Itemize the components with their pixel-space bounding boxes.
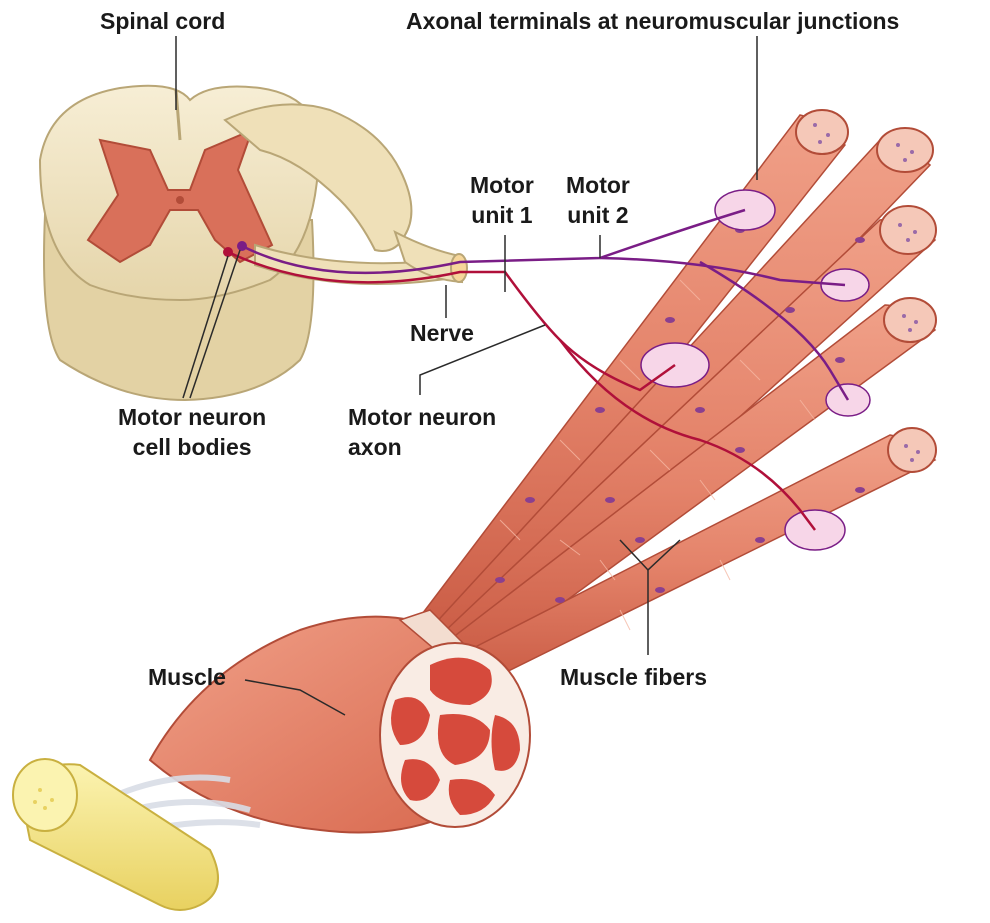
fiber-cross-section [877,128,933,172]
label-motor-unit-2: Motor unit 2 [566,170,630,230]
label-axonal-terminals: Axonal terminals at neuromuscular juncti… [406,6,899,36]
label-motor-unit-2-line1: Motor [566,170,630,200]
label-cell-bodies-line1: Motor neuron [118,402,266,432]
label-motor-unit-1-line1: Motor [470,170,534,200]
label-cell-bodies-line2: cell bodies [118,432,266,462]
label-motor-unit-1-line2: unit 1 [470,200,534,230]
spinal-cord [40,86,467,400]
label-muscle-fibers: Muscle fibers [560,662,707,692]
label-motor-unit-2-line2: unit 2 [566,200,630,230]
fiber-cross-section [796,110,848,154]
label-axon-line2: axon [348,432,496,462]
muscle [100,610,530,840]
label-nerve: Nerve [410,318,474,348]
label-muscle: Muscle [148,662,226,692]
label-spinal-cord: Spinal cord [100,6,225,36]
label-motor-unit-1: Motor unit 1 [470,170,534,230]
fiber-cross-section [888,428,936,472]
label-motor-neuron-axon: Motor neuron axon [348,402,496,462]
label-motor-neuron-cell-bodies: Motor neuron cell bodies [118,402,266,462]
fiber-cross-section [884,298,936,342]
label-axon-line1: Motor neuron [348,402,496,432]
fiber-cross-section [880,206,936,254]
